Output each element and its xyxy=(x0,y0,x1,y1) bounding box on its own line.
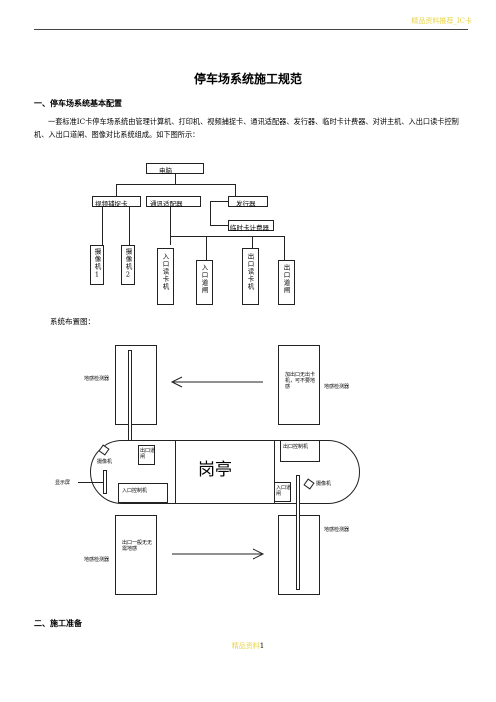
computer-label: 电脑 xyxy=(159,167,172,175)
camera1-box: 摄像机1 xyxy=(90,245,104,285)
exit-gate-small-box: 出口道闸 xyxy=(138,445,155,465)
temp-billing-label: 临时卡计费器 xyxy=(230,224,269,232)
capture-card-box: 视频捕捉卡 xyxy=(92,196,141,208)
display-label: 显示屏 xyxy=(55,480,71,486)
exit-reader-box: 出口读卡机 xyxy=(242,248,259,305)
header-divider xyxy=(34,29,468,30)
page-header: 精品资料推荐_IC卡 xyxy=(411,17,472,25)
sensor-label-tr: 地感检测器 xyxy=(324,384,350,390)
connector xyxy=(252,236,253,248)
top-right-lane-box xyxy=(278,345,320,425)
entry-gate-label: 入口道闸 xyxy=(200,264,208,294)
exit-gate-label: 出口道闸 xyxy=(282,264,290,294)
sensor-label-bl: 地感检测器 xyxy=(84,557,110,563)
connector xyxy=(210,201,211,225)
exit-controller-box: 出口控制机 xyxy=(280,440,320,462)
connector xyxy=(78,482,103,483)
footer-text: 精品资料 xyxy=(231,642,260,650)
computer-box: 电脑 xyxy=(146,163,204,175)
connector xyxy=(170,207,171,245)
note-bl-label: 出口一般无无需地感 xyxy=(122,540,153,552)
issuer-label: 发行器 xyxy=(236,200,256,208)
connector xyxy=(116,184,117,196)
direction-arrow xyxy=(170,376,263,388)
camera2-label: 摄像机2 xyxy=(124,248,132,280)
camera2-box: 摄像机2 xyxy=(121,245,135,285)
exit-reader-label: 出口读卡机 xyxy=(246,253,254,291)
comm-adapter-box: 通讯适配器 xyxy=(146,196,201,208)
comm-adapter-label: 通讯适配器 xyxy=(150,200,183,208)
entry-reader-label: 入口读卡机 xyxy=(161,253,169,291)
temp-billing-box: 临时卡计费器 xyxy=(228,220,274,232)
connector xyxy=(116,184,235,185)
connector xyxy=(210,225,228,226)
exit-gate-box: 出口道闸 xyxy=(278,260,295,305)
entry-gate-small-box: 入口道闸 xyxy=(274,482,291,502)
connector xyxy=(102,207,103,245)
entry-reader-box: 入口读卡机 xyxy=(157,248,174,305)
note-tr-label: 加出口无出卡机，可不要地感 xyxy=(285,372,316,390)
camera1-label: 摄像机1 xyxy=(93,248,101,280)
direction-arrow xyxy=(172,548,265,560)
capture-card-label: 视频捕捉卡 xyxy=(95,200,128,208)
connector xyxy=(206,236,207,260)
connector xyxy=(170,236,284,237)
gate-arm-right xyxy=(296,475,300,590)
connector xyxy=(284,236,285,260)
camera-right-label: 摄像机 xyxy=(316,481,332,487)
booth-label: 岗亭 xyxy=(198,460,232,480)
display-icon xyxy=(103,470,107,494)
layout-caption: 系统布置图： xyxy=(50,317,95,326)
connector xyxy=(129,207,130,245)
section1-heading: 一、停车场系统基本配置 xyxy=(34,98,122,108)
camera-left-label: 摄像机 xyxy=(97,459,113,465)
connector xyxy=(210,201,228,202)
top-left-lane-box xyxy=(115,345,157,425)
page-number: 1 xyxy=(259,642,265,650)
booth-box: 岗亭 xyxy=(175,440,275,504)
section2-heading: 二、施工准备 xyxy=(34,618,82,628)
sensor-label-tl: 地感检测器 xyxy=(84,376,110,382)
bottom-left-lane-box xyxy=(115,515,157,595)
page-footer: 精品资料1 xyxy=(0,641,496,651)
connector xyxy=(235,184,236,196)
section1-paragraph: 一套标准IC卡停车场系统由管理计算机、打印机、视频捕捉卡、通讯适配器、发行器、临… xyxy=(34,117,459,139)
entry-gate-box: 入口道闸 xyxy=(196,260,213,305)
entry-controller-box: 入口控制机 xyxy=(118,483,168,503)
issuer-box: 发行器 xyxy=(228,196,268,208)
connector xyxy=(175,174,176,184)
sensor-label-br: 地感检测器 xyxy=(324,527,350,533)
page-title: 停车场系统施工规范 xyxy=(193,72,302,86)
